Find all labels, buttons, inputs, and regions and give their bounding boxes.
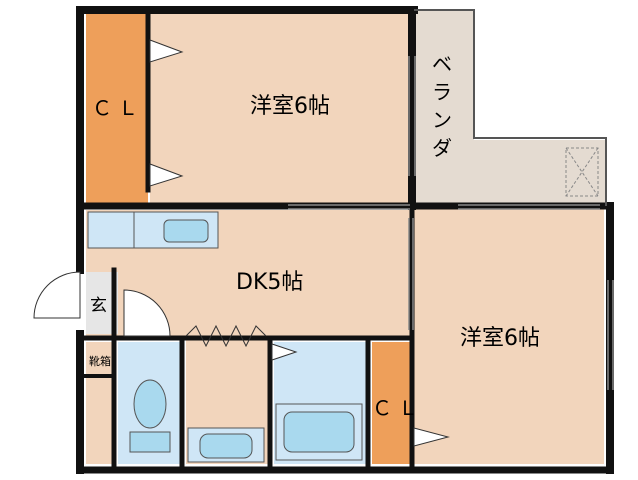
- closet-1-floor: [86, 14, 148, 206]
- toilet-tank: [129, 431, 171, 453]
- entrance-door-swing: [33, 271, 81, 319]
- western-room-1-label: 洋室6帖: [250, 94, 330, 119]
- western-room-2-label: 洋室6帖: [460, 326, 540, 351]
- veranda-label: ベランダ: [432, 52, 452, 160]
- bath-door: [271, 343, 298, 361]
- veranda-outline: [414, 9, 607, 206]
- walls: [76, 6, 614, 474]
- shoe-box-label: 靴箱: [89, 355, 111, 368]
- dining-kitchen-label: DK5帖: [236, 270, 304, 295]
- closet-2-floor: [372, 342, 412, 464]
- storage-floor: [86, 378, 114, 464]
- closet-1-door-top: [149, 39, 184, 63]
- closet-2-label: ＣＬ: [372, 396, 424, 420]
- sink-basin: [163, 219, 209, 243]
- toilet-door-swing: [123, 289, 171, 337]
- veranda-floor-ext: [414, 140, 606, 204]
- toilet-bowl: [133, 379, 167, 429]
- western-room-1-floor: [150, 14, 410, 206]
- windows: [288, 56, 614, 390]
- entrance-label: 玄: [90, 296, 107, 316]
- bathtub-inner: [283, 411, 355, 453]
- shoe-box-floor: [86, 342, 114, 374]
- doors: [33, 39, 450, 447]
- washbasin-bowl: [199, 433, 253, 459]
- closet-1-label: ＣＬ: [92, 96, 144, 120]
- western-room-2-floor: [414, 208, 604, 464]
- folding-door: [185, 324, 267, 348]
- closet-2-door: [413, 427, 450, 447]
- outdoor-unit: [565, 147, 599, 197]
- closet-1-door-bottom: [149, 163, 184, 187]
